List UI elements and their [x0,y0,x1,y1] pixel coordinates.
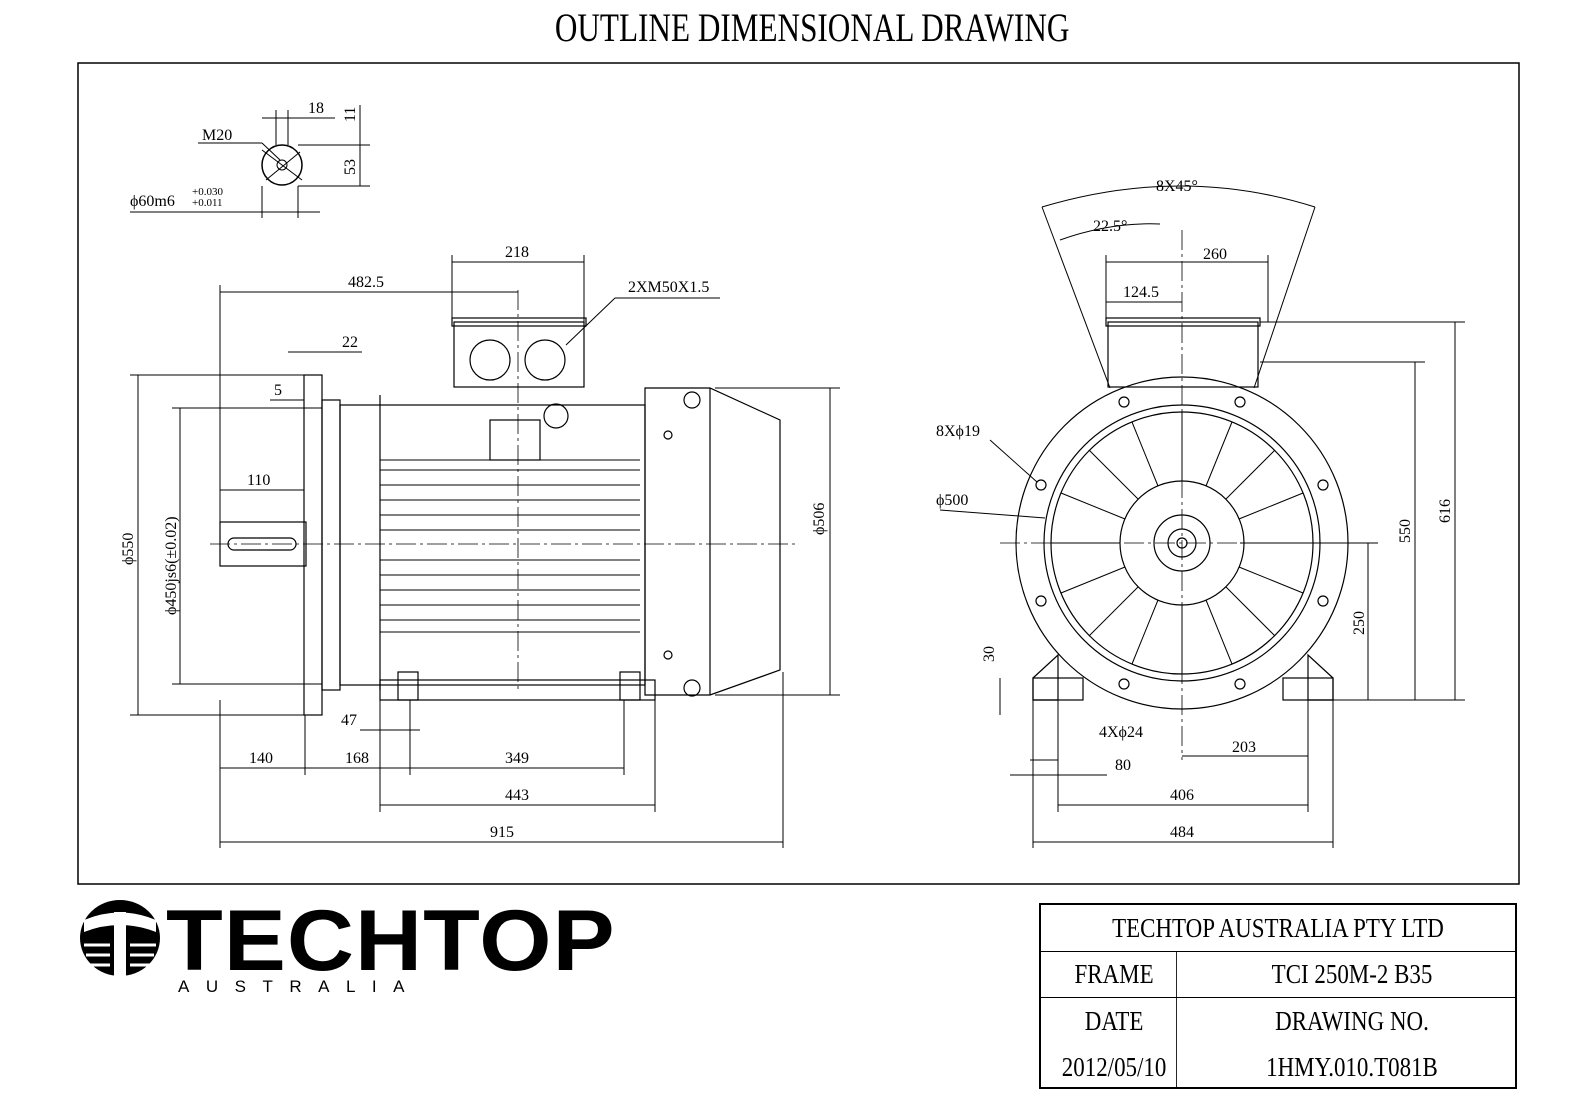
techtop-logo-icon [80,900,160,976]
dim-22: 22 [342,334,358,351]
dim-holes: 8Xϕ19 [936,423,980,440]
brand-name: TECHTOP [166,893,616,989]
date-label: DATE [1052,998,1177,1045]
title-block-company-row: TECHTOP AUSTRALIA PTY LTD [1041,905,1515,952]
dim-550: 550 [1397,519,1414,543]
dim-30: 30 [981,646,998,662]
dim-915: 915 [490,824,514,841]
front-dimension-lines [939,185,1465,848]
dim-110: 110 [247,472,270,489]
dim-140: 140 [249,750,273,767]
dim-218: 218 [505,244,529,261]
dim-260: 260 [1203,246,1227,263]
title-block-labels-row: DATE DRAWING NO. [1041,998,1515,1045]
motor-side-view [210,290,795,716]
thread-note: 2XM50X1.5 [628,279,709,296]
shaft-key-detail [130,105,370,218]
shaft-diameter: ϕ60m6 [130,193,175,210]
dim-203: 203 [1232,739,1256,756]
dim-80: 80 [1115,757,1131,774]
side-dimension-lines [130,255,840,848]
dim-spigot-dia: ϕ450js6(±0.02) [163,516,180,615]
dim-53: 53 [342,159,359,175]
frame-value: TCI 250M-2 B35 [1271,959,1433,989]
dim-foot-holes: 4Xϕ24 [1099,724,1143,741]
thread-label: M20 [202,127,232,144]
dim-pcd: ϕ500 [936,492,968,509]
dim-47: 47 [341,712,357,729]
dim-8x45: 8X45° [1156,178,1198,195]
page-title: OUTLINE DIMENSIONAL DRAWING [554,5,1070,50]
dim-406: 406 [1170,787,1194,804]
title-block-values-row: 2012/05/10 1HMY.010.T081B [1041,1045,1515,1089]
dim-22-5: 22.5° [1093,218,1127,235]
dim-flange-dia: ϕ550 [120,533,137,565]
drawing-no-value: 1HMY.010.T081B [1266,1051,1438,1082]
dim-349: 349 [505,750,529,767]
tol-upper: +0.030 [192,186,223,198]
dim-5: 5 [274,382,282,399]
company-name: TECHTOP AUSTRALIA PTY LTD [1112,912,1444,943]
dim-168: 168 [345,750,369,767]
drawing-frame [77,62,1520,885]
dim-482-5: 482.5 [348,274,384,291]
motor-front-view [1000,230,1375,760]
brand-sub: AUSTRALIA [178,977,421,996]
tol-lower: +0.011 [192,197,223,209]
dim-443: 443 [505,787,529,804]
drawing-no-label: DRAWING NO. [1275,1006,1429,1036]
dim-18: 18 [308,100,324,117]
dim-11: 11 [342,107,359,122]
dim-250: 250 [1351,611,1368,635]
title-block-frame-row: FRAME TCI 250M-2 B35 [1041,952,1515,998]
frame-label: FRAME [1052,952,1177,997]
dim-fan-dia: ϕ506 [811,503,828,535]
dim-484: 484 [1170,824,1194,841]
title-block: TECHTOP AUSTRALIA PTY LTD FRAME TCI 250M… [1039,903,1517,1089]
date-value: 2012/05/10 [1052,1045,1177,1089]
dim-124-5: 124.5 [1123,284,1159,301]
dim-616: 616 [1437,499,1454,523]
